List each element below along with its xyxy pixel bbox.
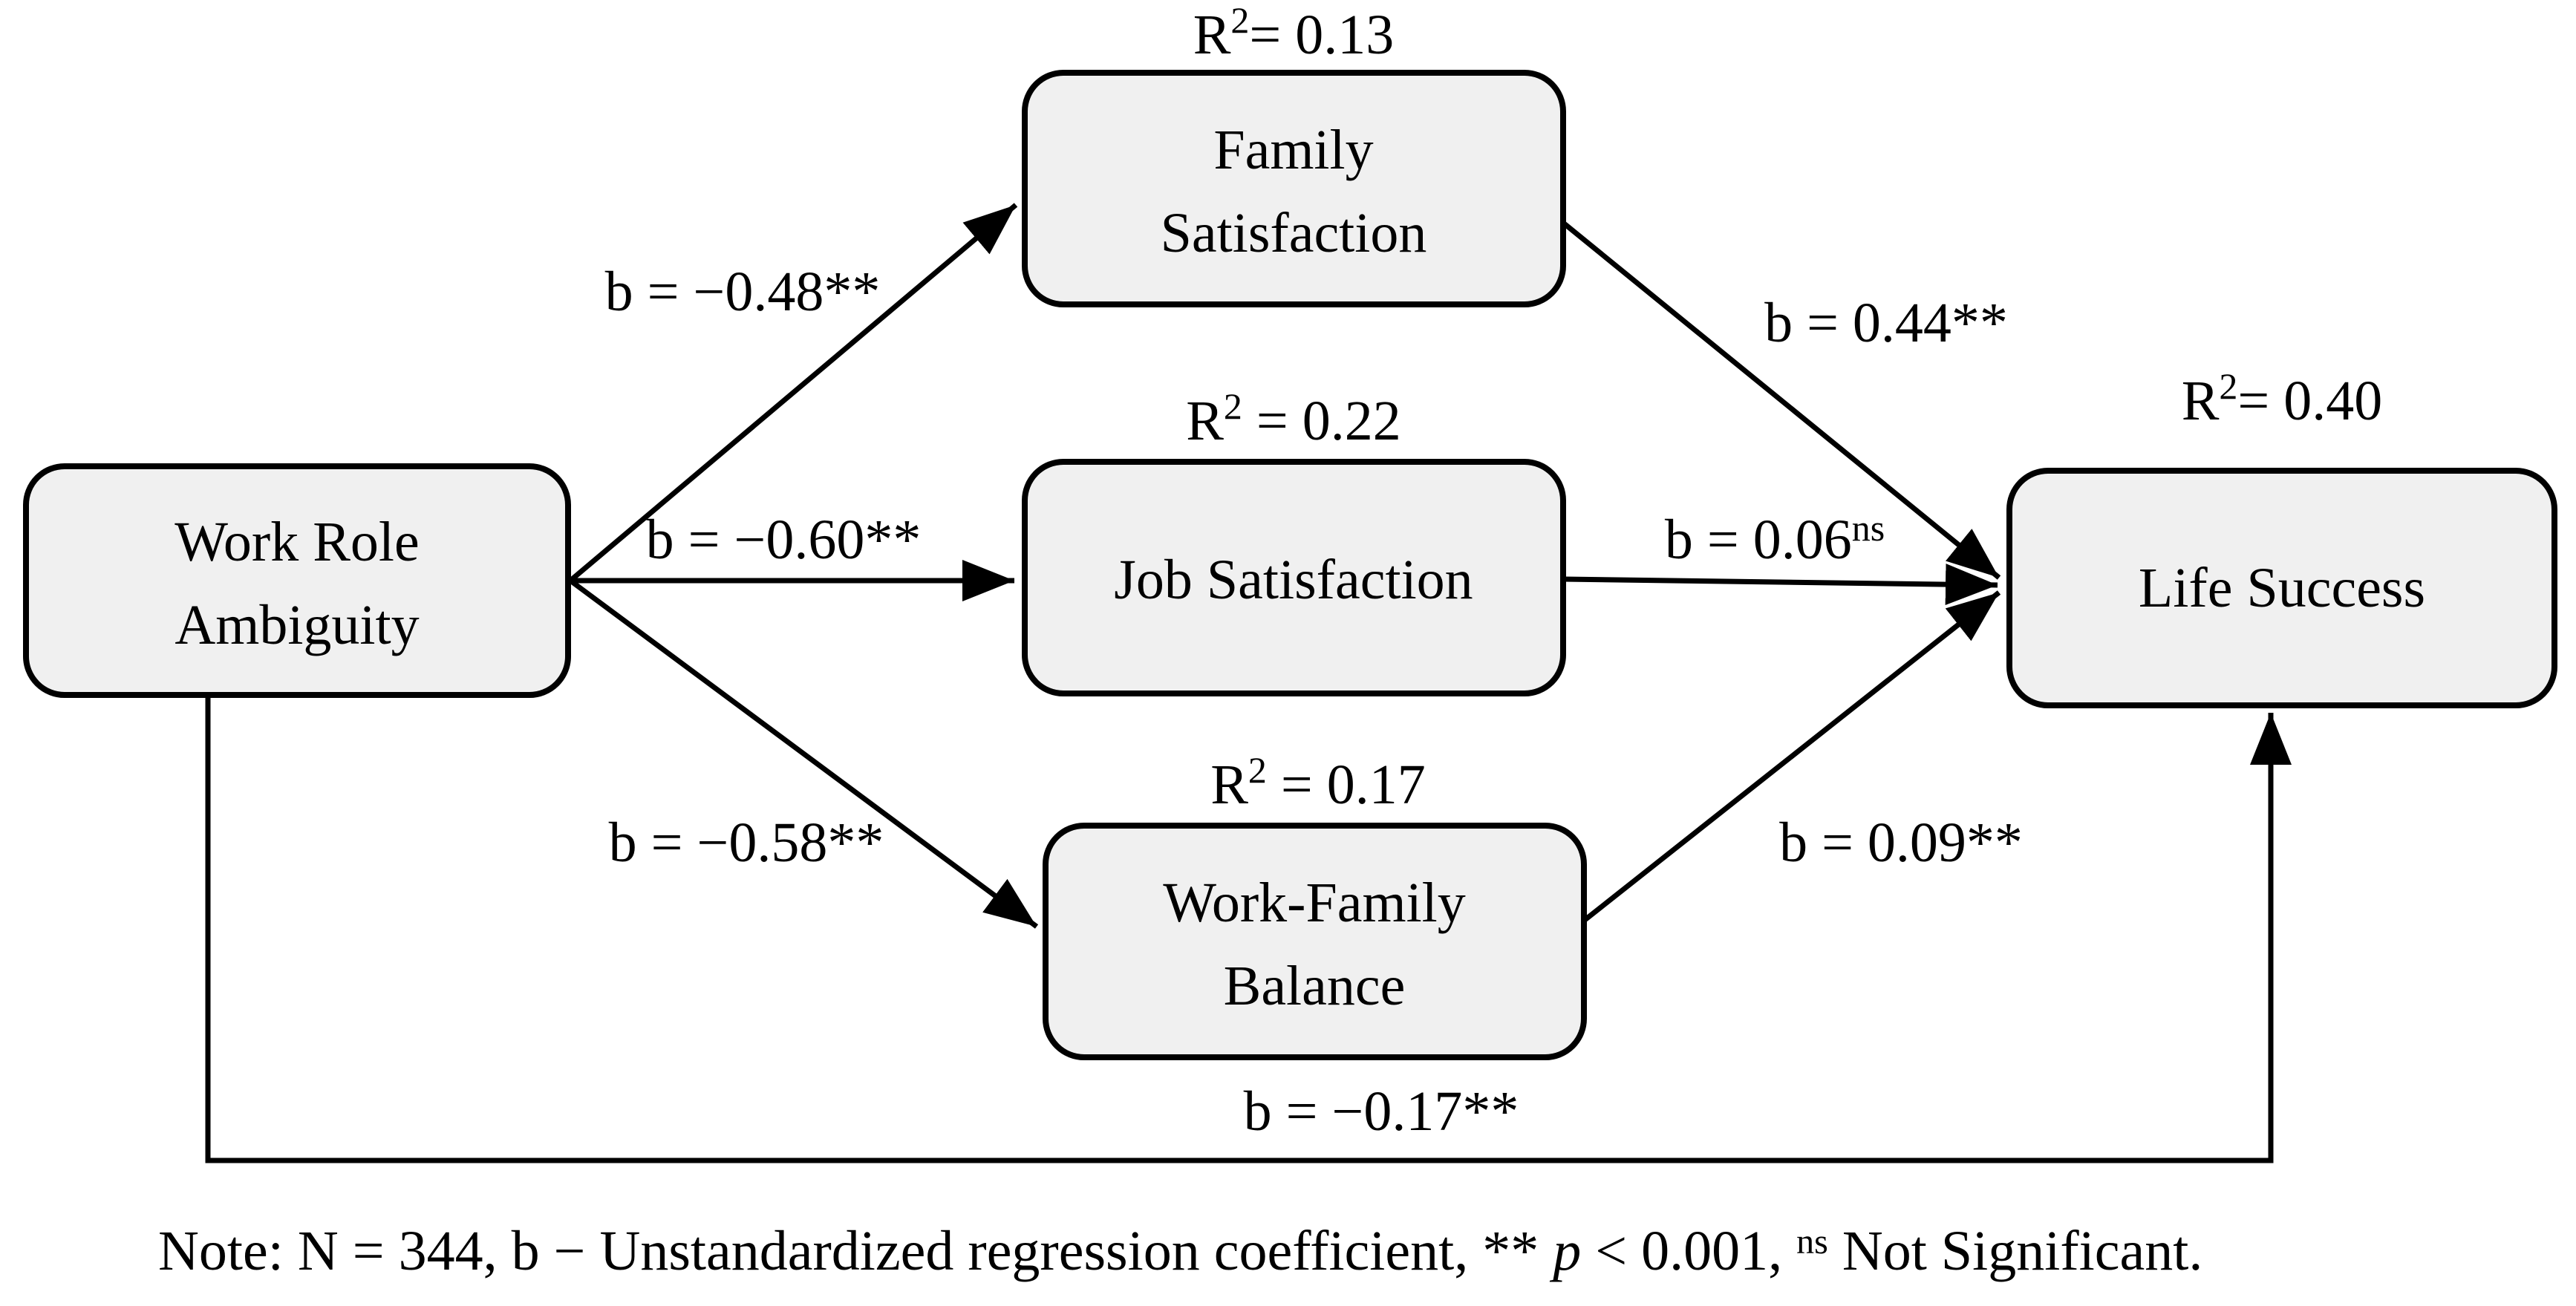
footnote: Note: N = 344, b − Unstandardized regres… xyxy=(158,1220,2202,1282)
r2-superscript: 2 xyxy=(2219,365,2237,407)
nodes-group xyxy=(23,70,2557,1060)
family-satisfaction-r2: R2= 0.13 xyxy=(1193,0,1395,66)
arrow-wra-to-work-family-balance xyxy=(568,578,1039,929)
coefficient-job-to-life-superscript: ns xyxy=(1852,507,1885,549)
job-satisfaction-label: Job Satisfaction xyxy=(1114,549,1473,611)
arrow-wra-direct-to-life-success xyxy=(205,695,2292,1163)
life-success-r2: R2= 0.40 xyxy=(2182,365,2383,432)
r2-value: = 0.22 xyxy=(1242,390,1401,452)
coefficient-wfb-to-life: b = 0.09** xyxy=(1779,812,2023,874)
coefficient-wra-to-wfb: b = −0.58** xyxy=(609,812,884,874)
work-family-balance-label-line1: Work-Family xyxy=(1163,872,1466,934)
arrow-wra-to-family-satisfaction xyxy=(568,203,1018,583)
coefficient-wra-to-job: b = −0.60** xyxy=(646,509,922,571)
r2-base: R xyxy=(2182,370,2220,432)
r2-value: = 0.17 xyxy=(1267,754,1426,816)
footnote-p-symbol: p xyxy=(1549,1220,1581,1282)
footnote-ns-superscript: ns xyxy=(1796,1222,1828,1261)
job-satisfaction-box xyxy=(1022,459,1566,696)
r2-base: R xyxy=(1210,754,1248,816)
r-squared-labels-group: R2= 0.13 R2 = 0.22 R2 = 0.17 R2= 0.40 xyxy=(1186,0,2382,816)
node-labels-group: Work Role Ambiguity Family Satisfaction … xyxy=(175,119,2425,1017)
work-role-ambiguity-box xyxy=(23,463,571,698)
coefficient-job-to-life: b = 0.06ns xyxy=(1665,507,1885,571)
r2-value: = 0.40 xyxy=(2237,370,2382,432)
r2-base: R xyxy=(1186,390,1224,452)
arrow-job-satisfaction-to-life-success xyxy=(1562,564,1998,606)
coefficient-family-to-life: b = 0.44** xyxy=(1764,292,2008,354)
work-family-balance-label-line2: Balance xyxy=(1224,955,1406,1017)
footnote-part2: < 0.001, xyxy=(1581,1220,1796,1282)
r2-value: = 0.13 xyxy=(1249,4,1394,66)
life-success-box xyxy=(2006,468,2557,708)
arrow-family-satisfaction-to-life-success xyxy=(1561,221,2001,580)
family-satisfaction-label-line2: Satisfaction xyxy=(1161,202,1427,264)
job-satisfaction-r2: R2 = 0.22 xyxy=(1186,385,1401,452)
r2-superscript: 2 xyxy=(1248,749,1267,791)
family-satisfaction-label-line1: Family xyxy=(1213,119,1373,181)
life-success-label: Life Success xyxy=(2139,557,2425,619)
footnote-part1: Note: N = 344, b − Unstandardized regres… xyxy=(158,1220,1553,1282)
work-family-balance-r2: R2 = 0.17 xyxy=(1210,749,1426,816)
r2-superscript: 2 xyxy=(1230,0,1249,41)
work-role-ambiguity-label-line1: Work Role xyxy=(175,511,420,573)
work-role-ambiguity-label-line2: Ambiguity xyxy=(175,594,419,656)
footnote-part3: Not Significant. xyxy=(1828,1220,2203,1282)
path-coefficient-labels-group: b = −0.48** b = −0.60** b = −0.58** b = … xyxy=(605,261,2023,1143)
r2-base: R xyxy=(1193,4,1231,66)
paths-group xyxy=(205,203,2292,1163)
r2-superscript: 2 xyxy=(1224,385,1242,427)
coefficient-wra-direct-to-life: b = −0.17** xyxy=(1244,1080,1519,1143)
arrow-work-family-balance-to-life-success xyxy=(1582,590,2001,923)
coefficient-wra-to-family: b = −0.48** xyxy=(605,261,881,323)
work-family-balance-box xyxy=(1043,823,1587,1060)
coefficient-job-to-life-base: b = 0.06 xyxy=(1665,509,1852,571)
family-satisfaction-box xyxy=(1022,70,1566,307)
